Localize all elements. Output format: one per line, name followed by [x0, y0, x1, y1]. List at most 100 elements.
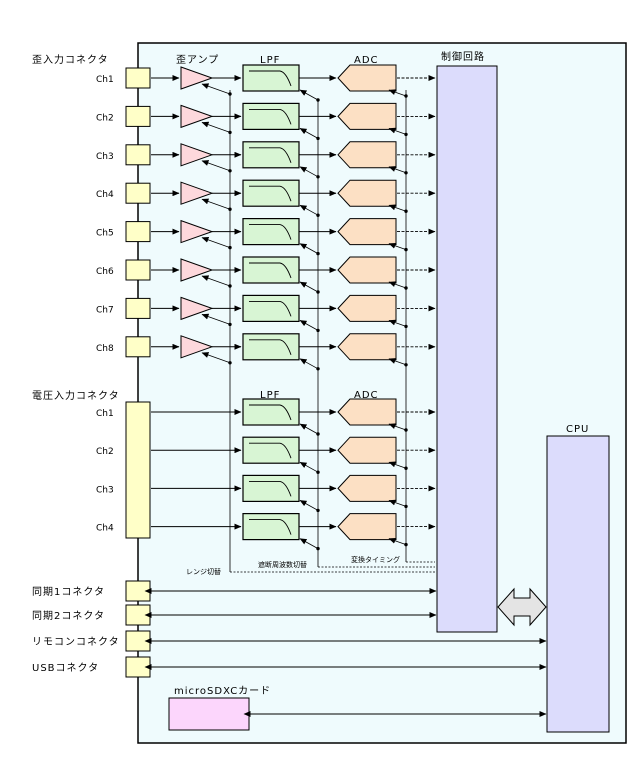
- usb-label: USBコネクタ: [32, 662, 99, 674]
- strain-ch4-adc-block: [337, 179, 397, 207]
- strain-ch5-cutoff-tap: [299, 243, 319, 254]
- voltage-ch2-cutoff-tap: [299, 461, 319, 473]
- strain-ch1-lpf-curve-icon: [249, 70, 292, 87]
- strain-ch5-lpf-curve-icon: [249, 224, 292, 240]
- voltage-lpf-title: LPF: [260, 390, 280, 401]
- strain-ch1-amp-triangle: [180, 66, 214, 90]
- strain-ch6-range-tap: [201, 275, 231, 287]
- sync2-label: 同期2コネクタ: [32, 610, 105, 622]
- voltage-ch3-timing-tap: [388, 499, 407, 507]
- strain-ch6-adc-block: [337, 256, 397, 284]
- strain-ch2-lpf-curve-icon: [249, 108, 292, 125]
- strain-ch6-timing-tap: [388, 281, 407, 289]
- strain-ch1-timing-tap: [388, 89, 407, 97]
- strain-ch8-connector: [125, 336, 151, 358]
- strain-ch4-amp-triangle: [180, 181, 214, 205]
- strain-ch2-label: Ch2: [96, 113, 114, 123]
- strain-ch2-adc-block: [337, 102, 397, 130]
- voltage-ch2-lpf-curve-icon: [249, 442, 292, 459]
- voltage-ch4-cutoff-tap: [299, 538, 319, 549]
- voltage-ch3-lpf-curve-icon: [249, 480, 292, 497]
- strain-ch8-cutoff-tap: [299, 358, 319, 370]
- strain-ch1-lpf-block: [242, 64, 300, 92]
- strain-ch1-range-tap: [201, 83, 231, 95]
- remote-connector: [125, 630, 151, 652]
- strain-ch6-label: Ch6: [96, 267, 114, 277]
- strain-ch8-label: Ch8: [96, 344, 114, 354]
- strain-ch4-timing-tap: [388, 204, 407, 212]
- strain-ch8-adc-block: [337, 333, 397, 361]
- voltage-ch2-adc-block: [337, 436, 397, 464]
- control-cpu-bus-arrow: [497, 587, 547, 627]
- strain-ch3-lpf-curve-icon: [249, 147, 292, 163]
- strain-ch5-timing-tap: [388, 242, 407, 250]
- sync1-label: 同期1コネクタ: [32, 586, 105, 598]
- remote-label: リモコンコネクタ: [32, 636, 120, 648]
- strain-ch7-connector: [125, 297, 151, 319]
- strain-ch6-connector: [125, 259, 151, 281]
- strain-ch2-timing-tap: [388, 127, 407, 135]
- voltage-ch1-timing-tap: [388, 423, 407, 431]
- strain-ch5-adc-block: [337, 218, 397, 246]
- strain-ch1-label: Ch1: [96, 75, 114, 85]
- strain-ch5-lpf-block: [242, 218, 300, 246]
- strain-ch8-lpf-block: [242, 333, 300, 361]
- voltage-ch3-lpf-block: [242, 474, 300, 502]
- strain-ch3-lpf-block: [242, 141, 300, 169]
- strain-ch5-amp-triangle: [180, 219, 214, 244]
- voltage-adc-title: ADC: [354, 390, 379, 401]
- strain-ch7-cutoff-tap: [299, 320, 319, 331]
- strain-ch4-label: Ch4: [96, 190, 114, 200]
- strain-ch2-cutoff-tap: [299, 128, 319, 139]
- strain-amp-title: 歪アンプ: [176, 54, 219, 66]
- strain-ch3-adc-block: [337, 141, 397, 169]
- strain-ch4-lpf-block: [242, 179, 300, 207]
- strain-adc-title: ADC: [354, 55, 379, 66]
- strain-ch7-lpf-curve-icon: [249, 300, 292, 317]
- strain-ch3-connector: [125, 144, 151, 166]
- strain-ch1-connector: [125, 67, 151, 89]
- strain-ch7-label: Ch7: [96, 305, 114, 315]
- sdcard-block: [168, 697, 250, 731]
- voltage-ch4-label: Ch4: [96, 524, 114, 534]
- voltage-ch3-adc-block: [337, 474, 397, 502]
- voltage-ch1-label: Ch1: [96, 409, 114, 419]
- strain-ch8-timing-tap: [388, 358, 407, 366]
- strain-ch6-lpf-curve-icon: [249, 262, 292, 279]
- strain-ch1-adc-block: [337, 64, 397, 92]
- strain-lpf-title: LPF: [260, 55, 280, 66]
- voltage-ch3-label: Ch3: [96, 485, 114, 495]
- voltage-ch3-cutoff-tap: [299, 500, 319, 511]
- range-select-label: レンジ切替: [186, 567, 221, 576]
- strain-ch5-connector: [125, 221, 151, 243]
- voltage-ch1-adc-block: [337, 398, 397, 426]
- sync2-connector: [125, 604, 151, 626]
- strain-ch4-cutoff-tap: [299, 204, 319, 216]
- strain-ch6-amp-triangle: [180, 258, 214, 282]
- strain-connector-title: 歪入力コネクタ: [32, 53, 109, 66]
- strain-ch4-lpf-curve-icon: [249, 185, 292, 202]
- voltage-ch4-adc-block: [337, 513, 397, 541]
- strain-ch2-range-tap: [201, 121, 231, 133]
- timing-label: 変換タイミング: [351, 555, 400, 564]
- strain-ch3-range-tap: [201, 160, 231, 172]
- voltage-ch4-lpf-block: [242, 512, 300, 541]
- voltage-ch4-timing-tap: [388, 537, 407, 545]
- voltage-ch1-lpf-block: [242, 398, 300, 426]
- voltage-connector-block: [125, 401, 151, 539]
- strain-ch2-amp-triangle: [180, 104, 214, 129]
- voltage-ch2-lpf-block: [242, 436, 300, 464]
- voltage-ch2-timing-tap: [388, 461, 407, 469]
- sdcard-label: microSDXCカード: [174, 685, 271, 697]
- strain-ch7-range-tap: [201, 313, 231, 325]
- strain-ch6-lpf-block: [242, 256, 300, 284]
- cpu-block: [546, 435, 610, 733]
- strain-ch2-lpf-block: [242, 102, 300, 131]
- strain-ch4-connector: [125, 182, 151, 204]
- voltage-ch1-lpf-curve-icon: [249, 404, 292, 421]
- voltage-connector-title: 電圧入力コネクタ: [32, 389, 120, 402]
